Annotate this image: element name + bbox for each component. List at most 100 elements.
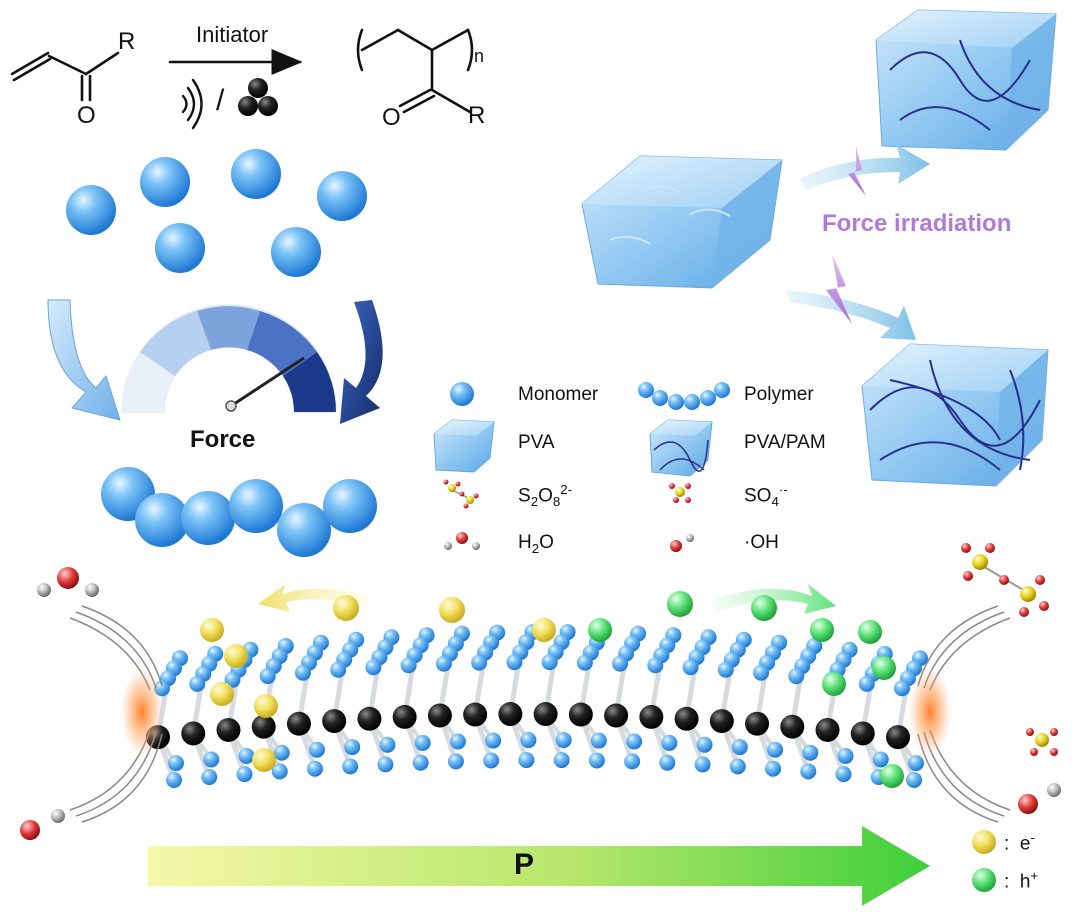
legend-pva-label: PVA	[518, 432, 555, 453]
lattice-atom-top	[189, 675, 206, 692]
sulfate-radical	[1026, 728, 1058, 756]
pva-pam-cube-bottom	[861, 343, 1049, 487]
force-irradiation-label: Force irradiation	[822, 210, 1012, 237]
polymer-repeat-unit-structure	[356, 28, 474, 114]
electron-flow-arrow	[258, 584, 370, 612]
lattice-atom-bottom	[588, 752, 605, 769]
lattice-atom-top	[858, 675, 875, 692]
legend-sulfate-icon	[669, 483, 691, 503]
lattice-atom-core	[568, 702, 593, 727]
pva-pam-cube-top	[875, 9, 1057, 151]
lightning-icon	[848, 146, 866, 196]
curved-arrow-icon	[800, 144, 930, 190]
oxygen-left: O	[77, 102, 96, 129]
monomer-sphere	[317, 171, 367, 221]
electrons	[200, 595, 556, 772]
monomer-sphere	[271, 227, 321, 277]
legend-hydroxyl-label: ·OH	[744, 532, 779, 553]
polarization-label: P	[514, 848, 535, 881]
lattice-atom-top	[400, 657, 417, 674]
lattice-atom-bottom	[661, 734, 678, 751]
lattice-atom-bottom	[553, 752, 570, 769]
lattice-atom-bottom	[342, 758, 359, 775]
monomer-sphere	[155, 223, 205, 273]
right-charge-glow	[908, 666, 952, 758]
lattice-atom-bottom	[271, 763, 288, 780]
monomer-cluster	[66, 149, 367, 277]
lattice-atom-bottom	[168, 755, 184, 772]
lattice-atom-bottom	[377, 756, 394, 773]
polymer-bead	[229, 479, 283, 533]
method-slash: /	[216, 84, 225, 117]
lattice-atom-top	[647, 657, 664, 674]
lattice-atom-bottom	[696, 736, 713, 753]
pva-hydrogel-cube	[581, 155, 783, 289]
lattice-atom-bottom	[800, 763, 817, 780]
polymer-chain	[101, 467, 377, 557]
lattice-atom-top	[788, 668, 805, 685]
lattice-atom-core	[392, 704, 417, 729]
lattice-atom-core	[251, 714, 276, 739]
lattice-atom-bottom	[837, 747, 854, 764]
legend-pva-pam-icon	[649, 419, 713, 477]
lattice-atom-core	[533, 702, 558, 727]
oxygen-right: O	[382, 104, 401, 131]
water-molecule	[37, 567, 99, 597]
lattice-atom-core	[674, 706, 699, 731]
lattice-atom-bottom	[412, 754, 429, 771]
hole-key-icon	[972, 868, 996, 892]
legend-pva-icon	[433, 419, 495, 473]
lattice-atom-bottom	[835, 766, 852, 783]
lattice-atom-bottom	[590, 732, 607, 749]
reaction-scheme	[10, 28, 474, 114]
substituent-r-right: R	[468, 102, 486, 129]
legend-water-label: H2O	[518, 532, 554, 556]
legend-polymer-label: Polymer	[744, 384, 814, 405]
lattice-atom-bottom	[483, 752, 500, 769]
polarization-arrow	[148, 826, 930, 906]
lattice-atom-core	[463, 702, 488, 727]
lattice-atom-core	[357, 706, 382, 731]
lattice-atom-bottom	[908, 755, 924, 772]
lattice-atom-top	[753, 664, 770, 681]
polymer-bead	[323, 479, 377, 533]
lattice-atom-core	[604, 703, 629, 728]
acrylate-monomer-structure	[10, 51, 120, 102]
lattice-atom-core	[216, 717, 241, 742]
lattice-atom-top	[612, 655, 629, 672]
monomer-sphere	[231, 149, 281, 199]
lattice-atom-core	[286, 711, 311, 736]
polymer-bead	[277, 503, 331, 557]
lattice-atom-core	[427, 703, 452, 728]
lattice-atom-bottom	[447, 753, 464, 770]
lattice-atom-bottom	[626, 733, 643, 750]
lattice-atom-core	[181, 721, 206, 746]
curved-arrow-icon	[47, 299, 121, 421]
electron-key-label: : e-	[1004, 830, 1035, 855]
lattice-atom-core	[745, 711, 770, 736]
lattice-atom-bottom	[731, 739, 748, 756]
lattice-atom-core	[639, 704, 664, 729]
lattice-atom-bottom	[624, 753, 641, 770]
legend-persulfate-label: S2O82-	[518, 482, 573, 510]
force-gauge	[121, 304, 337, 413]
lattice-atom-top	[259, 668, 276, 685]
lattice-atom-core	[780, 714, 805, 739]
lattice-atom-top	[224, 671, 241, 688]
lattice-atom-bottom	[166, 772, 182, 788]
piezoelectric-lattice	[146, 624, 928, 788]
lattice-atom-core	[498, 702, 523, 727]
force-label: Force	[190, 426, 256, 453]
legend-pva-pam-label: PVA/PAM	[744, 432, 826, 453]
lattice-atom-top	[330, 661, 347, 678]
lattice-atom-top	[471, 654, 488, 671]
lattice-atom-bottom	[273, 744, 290, 761]
ball-mill-icon	[238, 78, 278, 116]
lattice-atom-bottom	[729, 758, 746, 775]
hydroxyl-radical	[1018, 783, 1061, 814]
curved-arrow-icon	[786, 290, 916, 340]
legend-persulfate-icon	[443, 479, 479, 509]
lattice-atom-bottom	[306, 760, 323, 777]
lattice-atom-top	[717, 661, 734, 678]
